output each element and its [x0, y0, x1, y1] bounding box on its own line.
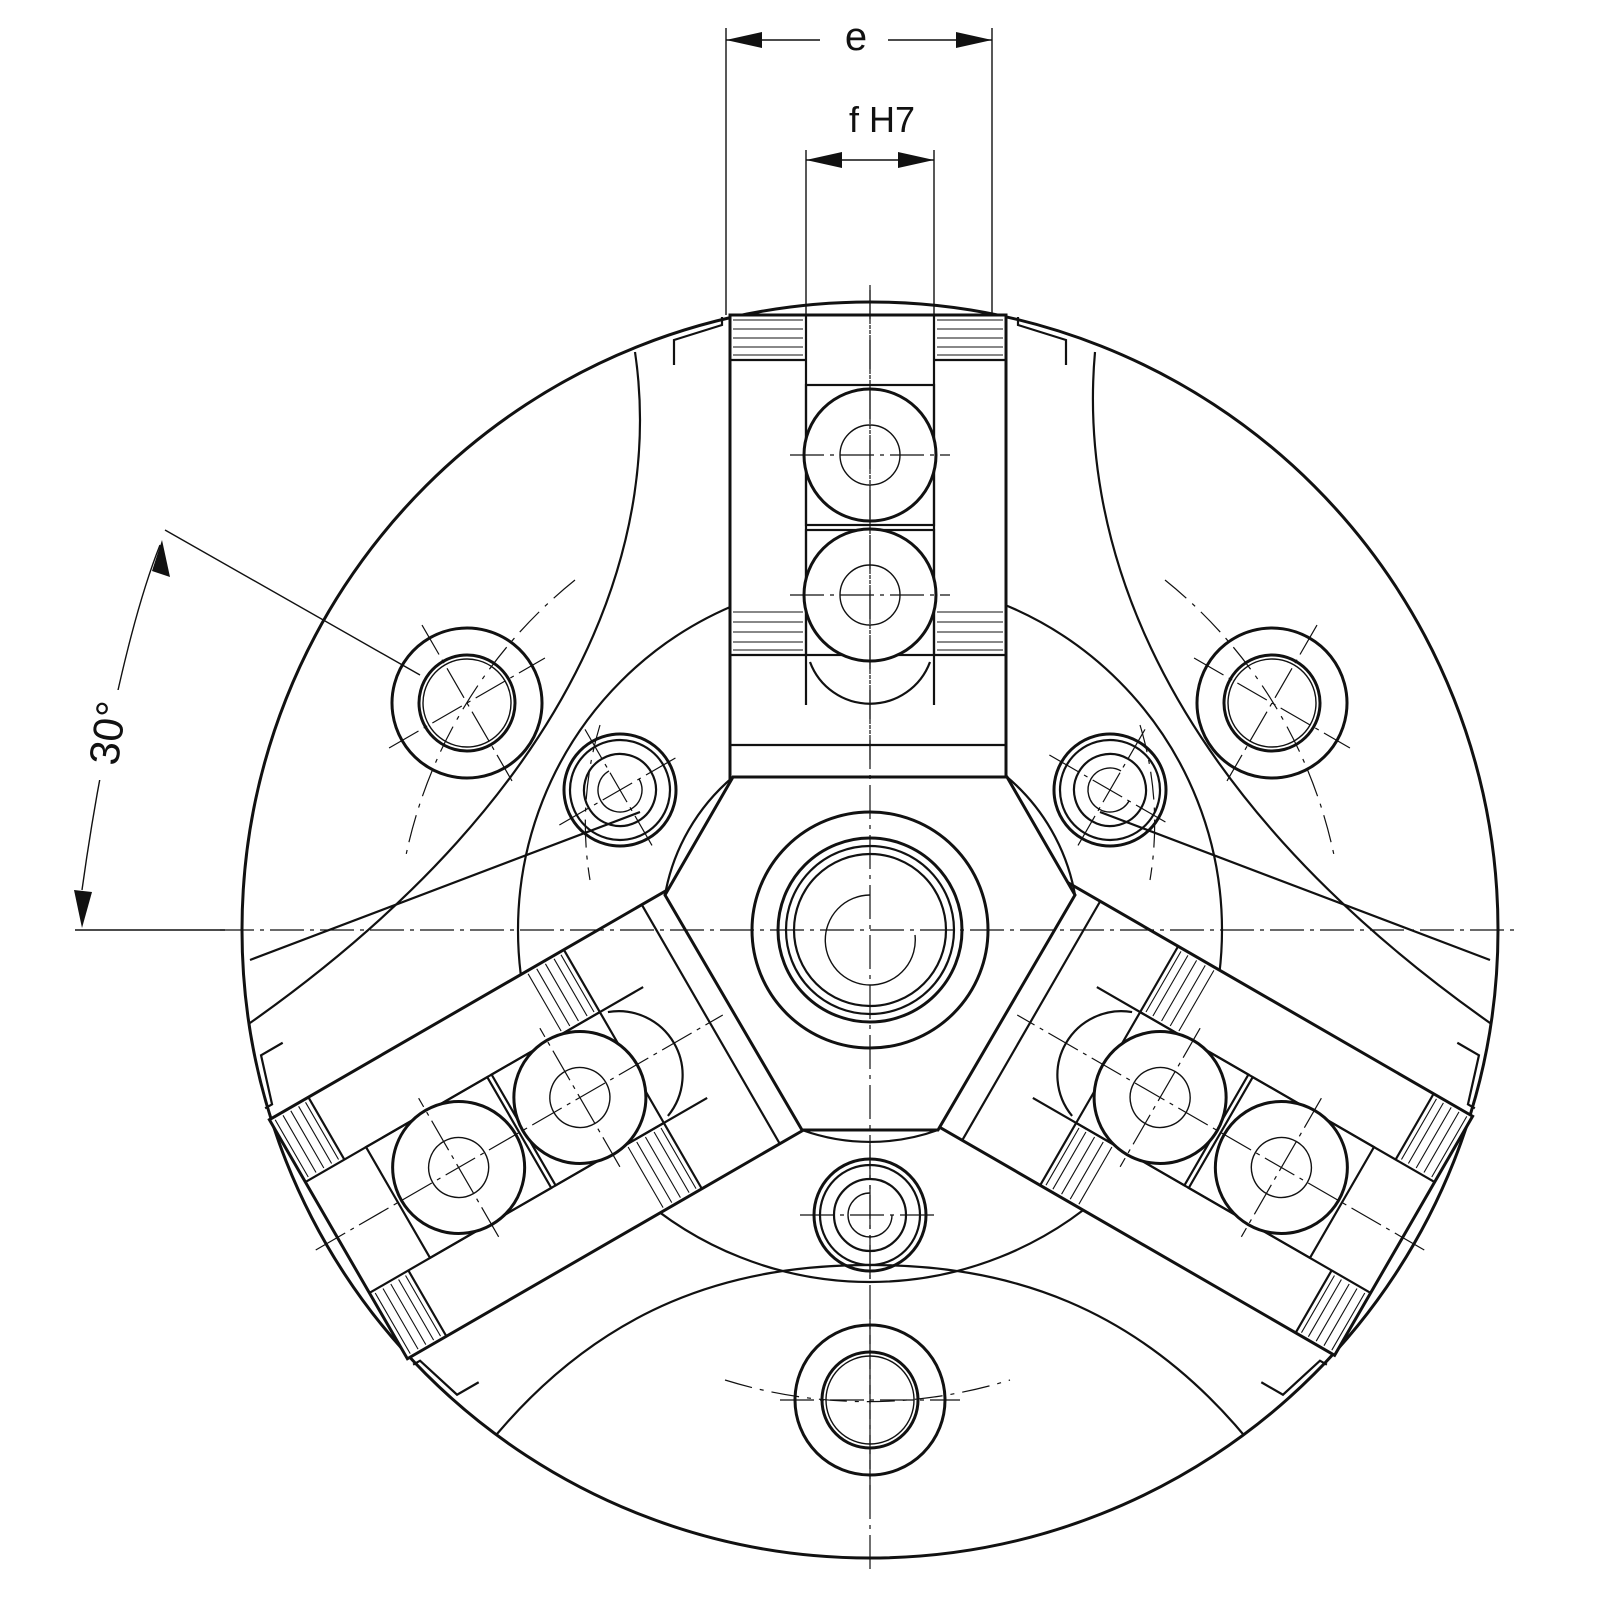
dimension-e: e — [725, 15, 993, 315]
screw-circle-arc-right — [1139, 724, 1156, 881]
bolt-circle-arc-bottom — [724, 1379, 1011, 1403]
center-lines — [220, 285, 1515, 1570]
angle-dimension-30: 30° — [74, 529, 421, 931]
mounting-bolt-left — [342, 578, 592, 828]
dimension-f-h7: f H7 — [805, 99, 935, 315]
mounting-bolt-right — [1147, 578, 1397, 828]
bolt-circle-arc-left — [404, 579, 576, 861]
dimension-e-label: e — [845, 15, 867, 59]
angle-dimension-label: 30° — [80, 698, 135, 767]
dimension-f-h7-label: f H7 — [849, 99, 915, 140]
